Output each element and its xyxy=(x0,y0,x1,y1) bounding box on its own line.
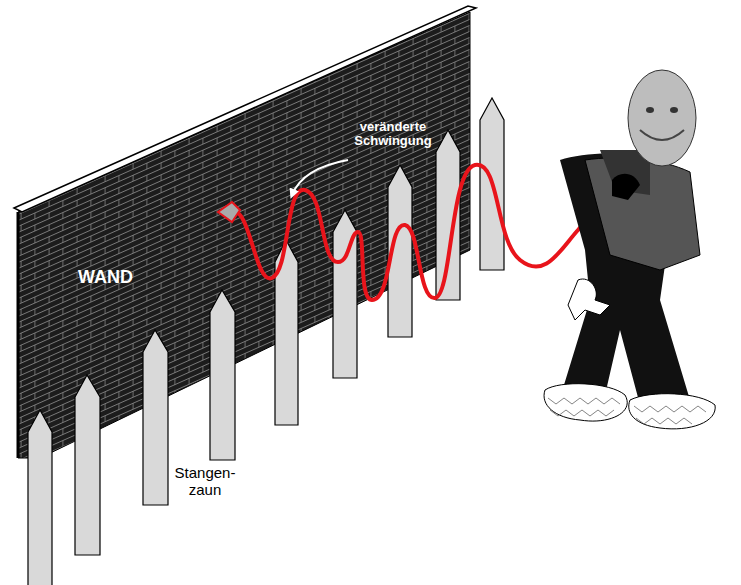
rope xyxy=(218,165,618,300)
person xyxy=(544,70,715,429)
fence-label: Stangen- zaun xyxy=(172,465,238,498)
picket-fence xyxy=(28,98,504,585)
annotation-arrow xyxy=(292,160,348,195)
annotation-label: veränderte Schwingung xyxy=(338,120,448,149)
wall-label: WAND xyxy=(78,268,168,288)
